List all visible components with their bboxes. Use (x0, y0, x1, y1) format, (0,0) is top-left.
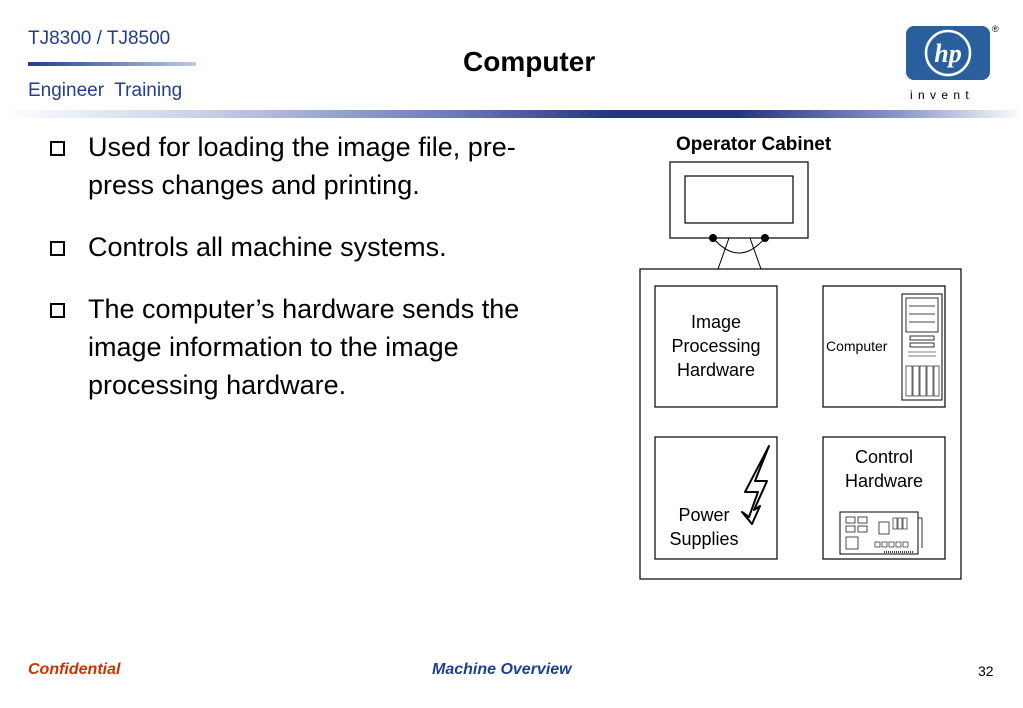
monitor-screen (684, 175, 794, 224)
checkbox-bullet-icon (50, 141, 65, 156)
computer-tower-icon (901, 293, 943, 401)
image-processing-label-line: Image (690, 312, 742, 332)
diagram-title: Operator Cabinet (676, 134, 832, 155)
power-supplies-label-line: Power (678, 505, 730, 525)
header-underline (28, 62, 196, 66)
monitor-arc (712, 237, 766, 254)
bullet-item: The computer’s hardware sends the image … (50, 290, 570, 404)
bullet-text: The computer’s hardware sends the image … (88, 294, 520, 400)
control-hardware-label: Control Hardware (823, 445, 945, 493)
image-processing-label-line: Hardware (676, 360, 756, 380)
control-hardware-label-line: Hardware (844, 471, 924, 491)
page-title: Computer (463, 46, 596, 77)
hp-logo: hp (906, 26, 990, 80)
power-supplies-label: Power Supplies (660, 503, 748, 551)
circuit-board-icon (839, 511, 923, 555)
hp-logo-icon: hp (924, 29, 972, 77)
hp-logo-mark: hp (934, 39, 961, 68)
control-hardware-label-line: Control (854, 447, 914, 467)
computer-label: Computer (826, 338, 888, 354)
bullet-item: Controls all machine systems. (50, 228, 570, 266)
checkbox-bullet-icon (50, 303, 65, 318)
image-processing-label: Image Processing Hardware (655, 310, 777, 382)
power-supplies-label-line: Supplies (669, 529, 739, 549)
hp-tagline: i n v e n t (910, 88, 970, 102)
page-number: 32 (978, 663, 994, 679)
section-name: Machine Overview (432, 661, 572, 678)
registered-mark: ® (992, 24, 999, 34)
bullet-list: Used for loading the image file, pre-pre… (50, 128, 570, 428)
bullet-text: Controls all machine systems. (88, 232, 447, 262)
bullet-text: Used for loading the image file, pre-pre… (88, 132, 516, 200)
header-divider-bar (0, 110, 1023, 118)
monitor-joint-left (709, 234, 717, 242)
confidential-label: Confidential (28, 661, 121, 678)
checkbox-bullet-icon (50, 241, 65, 256)
image-processing-label-line: Processing (671, 336, 761, 356)
course-subtitle: Engineer Training (28, 80, 183, 101)
monitor-joint-right (761, 234, 769, 242)
monitor-arm-left (717, 237, 730, 270)
bullet-item: Used for loading the image file, pre-pre… (50, 128, 570, 204)
product-name: TJ8300 / TJ8500 (28, 28, 171, 49)
monitor-arm-right (749, 237, 762, 270)
image-processing-box (654, 285, 778, 408)
lightning-bolt-icon (741, 445, 770, 525)
